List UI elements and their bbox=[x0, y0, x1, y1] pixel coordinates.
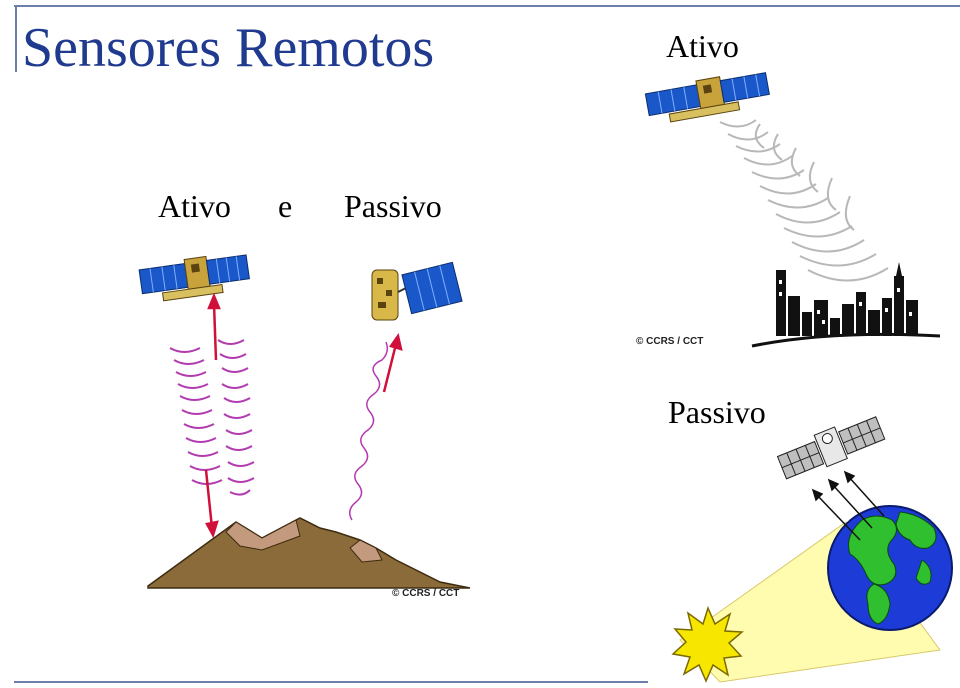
passive-wave bbox=[349, 341, 389, 521]
mountain-icon bbox=[147, 517, 471, 589]
passive-arrow bbox=[382, 332, 403, 393]
active-wave-pattern bbox=[169, 339, 255, 496]
city-skyline-icon bbox=[751, 262, 941, 348]
earth-globe-icon bbox=[827, 505, 953, 631]
active-arrows bbox=[204, 292, 221, 539]
satellite-icon bbox=[644, 72, 770, 123]
radar-beam bbox=[719, 119, 889, 282]
credit-left: © CCRS / CCT bbox=[392, 588, 460, 599]
label-and: e bbox=[278, 188, 293, 224]
label-passive-left: Passivo bbox=[344, 188, 442, 224]
credit-right: © CCRS / CCT bbox=[636, 336, 704, 347]
label-passive-right: Passivo bbox=[668, 394, 766, 430]
sun-icon bbox=[671, 605, 744, 683]
satellite-icon bbox=[138, 254, 250, 302]
label-active-left: Ativo bbox=[158, 188, 231, 224]
reflection-arrows bbox=[811, 470, 885, 541]
satellite-icon bbox=[776, 416, 886, 480]
satellite-icon bbox=[371, 261, 463, 321]
label-active-right: Ativo bbox=[666, 28, 739, 64]
page-title: Sensores Remotos bbox=[22, 17, 435, 79]
